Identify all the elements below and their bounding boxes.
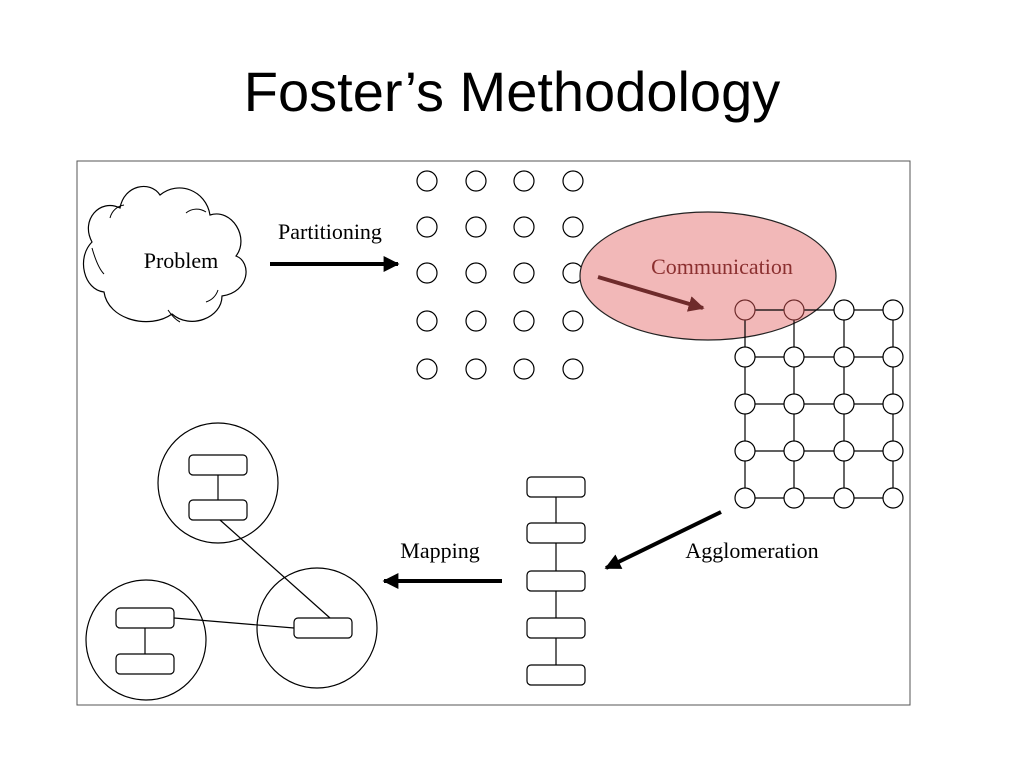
mesh-node <box>734 299 756 321</box>
agglomerated-task <box>526 617 586 639</box>
task-node <box>513 310 535 332</box>
task-node <box>562 216 584 238</box>
partition-task-grid <box>416 170 584 380</box>
communication-label: Communication <box>651 254 793 279</box>
mesh-node <box>882 299 904 321</box>
mesh-node <box>734 393 756 415</box>
task-node <box>465 358 487 380</box>
task-node <box>416 358 438 380</box>
mesh-node <box>833 440 855 462</box>
agglomerated-task <box>526 570 586 592</box>
processor <box>85 579 207 701</box>
mesh-node <box>833 299 855 321</box>
mesh-node <box>882 393 904 415</box>
mesh-node <box>734 440 756 462</box>
agglomerated-task <box>526 664 586 686</box>
mesh-node <box>833 393 855 415</box>
processor-mapping <box>85 422 378 701</box>
communication-highlight <box>579 211 837 341</box>
task-node <box>465 310 487 332</box>
task-node <box>513 216 535 238</box>
mesh-node <box>882 346 904 368</box>
mesh-node <box>833 346 855 368</box>
communication-arrow <box>597 275 705 312</box>
agglomeration-label: Agglomeration <box>685 538 818 563</box>
mapped-task <box>188 454 248 476</box>
mapped-task <box>115 653 175 675</box>
agglomerated-task <box>526 476 586 498</box>
problem-cloud: Problem <box>82 185 247 323</box>
task-node <box>465 216 487 238</box>
task-node <box>416 310 438 332</box>
agglomerated-task <box>526 522 586 544</box>
communication-mesh <box>734 299 904 509</box>
mesh-node <box>783 299 805 321</box>
mesh-node <box>783 393 805 415</box>
diagram-frame <box>76 160 911 706</box>
mesh-node <box>882 440 904 462</box>
mesh-node <box>783 346 805 368</box>
mesh-node <box>882 487 904 509</box>
task-node <box>465 170 487 192</box>
mapped-task <box>115 607 175 629</box>
task-node <box>465 262 487 284</box>
mesh-node <box>783 440 805 462</box>
mapped-task <box>188 499 248 521</box>
mesh-node <box>734 346 756 368</box>
task-node <box>562 170 584 192</box>
mesh-node <box>734 487 756 509</box>
mapped-task <box>293 617 353 639</box>
task-node <box>416 262 438 284</box>
task-node <box>562 358 584 380</box>
task-node <box>416 170 438 192</box>
mesh-node <box>783 487 805 509</box>
task-node <box>416 216 438 238</box>
mapping-label: Mapping <box>400 538 479 563</box>
agglomerated-task-chain <box>526 476 586 686</box>
task-node <box>513 262 535 284</box>
partitioning-label: Partitioning <box>278 219 382 244</box>
mesh-node <box>833 487 855 509</box>
page-title: Foster’s Methodology <box>243 60 781 123</box>
agglomeration-arrow <box>604 510 722 570</box>
task-node <box>513 170 535 192</box>
problem-label: Problem <box>144 248 219 273</box>
task-node <box>513 358 535 380</box>
task-node <box>562 310 584 332</box>
